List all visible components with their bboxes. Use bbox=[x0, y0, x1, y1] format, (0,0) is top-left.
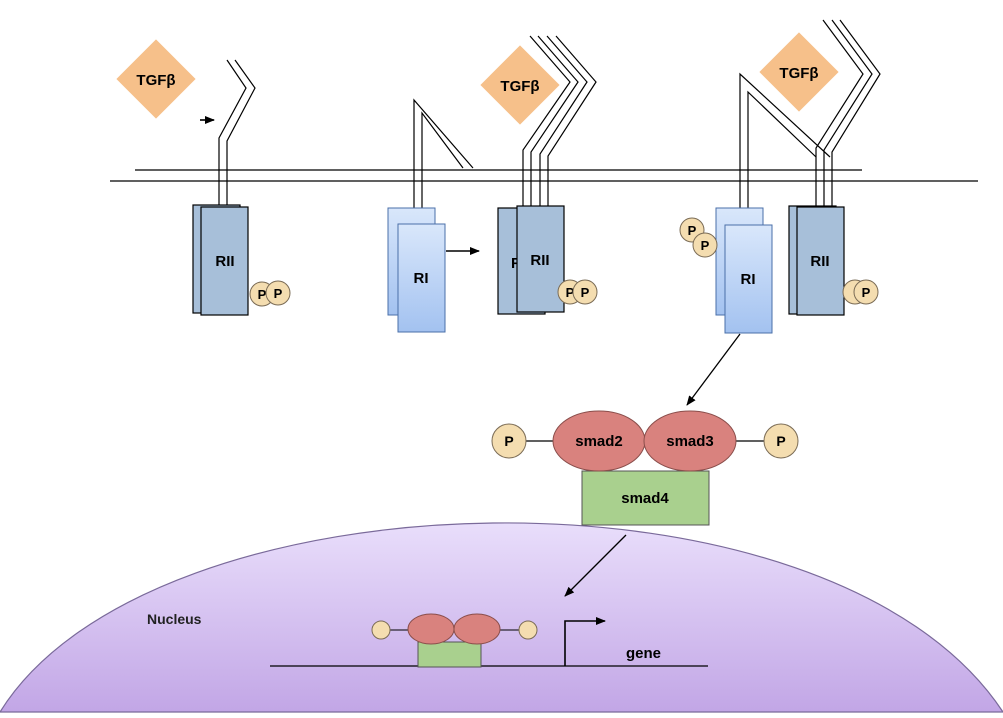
svg-text:P: P bbox=[258, 287, 267, 302]
svg-text:P: P bbox=[776, 433, 785, 449]
svg-text:P: P bbox=[581, 285, 590, 300]
receptor-rii-3: RII P bbox=[788, 19, 881, 316]
svg-text:P: P bbox=[274, 286, 283, 301]
phosphate-group: P P bbox=[557, 279, 598, 305]
phosphate bbox=[763, 423, 799, 459]
phosphate-group: P P bbox=[249, 280, 291, 307]
receptor-ri-free: RI bbox=[387, 98, 474, 333]
ri-label: RI bbox=[741, 271, 756, 288]
phosphate bbox=[491, 423, 527, 459]
rii-label: RII bbox=[215, 253, 234, 270]
svg-text:P: P bbox=[504, 433, 513, 449]
smad3-ellipse bbox=[643, 410, 737, 472]
smad2-label: smad2 bbox=[575, 433, 623, 450]
ligand-label: TGFβ bbox=[136, 72, 175, 89]
gene-label: gene bbox=[626, 645, 661, 662]
svg-text:P: P bbox=[688, 223, 697, 238]
phosphorylation-arrow bbox=[686, 333, 741, 406]
ligand-tgfb-1: TGFβ bbox=[116, 39, 196, 119]
ligand-label: TGFβ bbox=[779, 65, 818, 82]
ligand-label: TGFβ bbox=[500, 78, 539, 95]
ligand-tgfb-3: TGFβ bbox=[759, 32, 839, 112]
translocation-arrow bbox=[564, 534, 627, 597]
svg-text:P: P bbox=[701, 238, 710, 253]
ri-label: RI bbox=[414, 270, 429, 287]
phosphate-group: P bbox=[842, 279, 879, 305]
smad4-box bbox=[581, 470, 710, 526]
phosphate-group: P P bbox=[679, 217, 718, 258]
rii-label: RII bbox=[810, 253, 829, 270]
smad-complex: smad4 smad2 smad3 P P bbox=[491, 410, 799, 526]
smad3-label: smad3 bbox=[666, 433, 714, 450]
transcription-start-arrow bbox=[564, 617, 606, 666]
svg-text:P: P bbox=[566, 285, 575, 300]
receptor-rii-1: RII P P bbox=[192, 59, 291, 316]
svg-text:P: P bbox=[862, 285, 871, 300]
receptor-rii-2: RII RII P P bbox=[497, 35, 598, 315]
smad4-label: smad4 bbox=[621, 490, 669, 507]
nuclear-smad-complex bbox=[371, 613, 538, 668]
receptor-ri-active: RI P P bbox=[679, 72, 831, 334]
nucleus bbox=[0, 522, 1003, 713]
nucleus-label: Nucleus bbox=[147, 611, 202, 627]
rii-label: RII bbox=[530, 252, 549, 269]
